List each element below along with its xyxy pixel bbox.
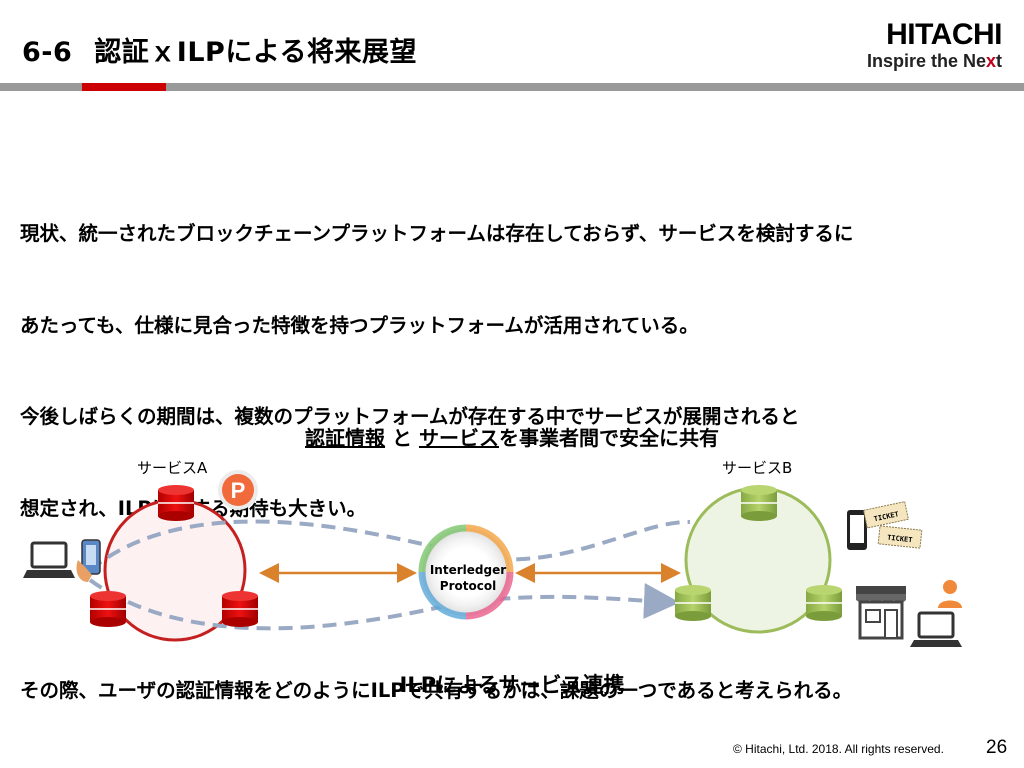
ticket-icon: TICKET TICKET: [862, 501, 923, 549]
point-badge-icon: P: [218, 470, 258, 510]
svg-text:P: P: [231, 478, 246, 503]
database-icon: [158, 485, 194, 521]
hitachi-logo: HITACHI Inspire the Next: [866, 18, 1003, 72]
ilp-label-1: Interledger: [430, 563, 506, 577]
body-line: その際、ユーザの認証情報をどのようにILPで共有するかは、課題の一つであると考え…: [20, 679, 853, 702]
body-line: あたっても、仕様に見合った特徴を持つプラットフォームが活用されている。: [20, 313, 699, 337]
page-title: 6-6 認証ｘILPによる将来展望: [22, 30, 417, 69]
diagram-caption: ILPによるサービス連携: [399, 673, 625, 697]
database-icon: [675, 585, 711, 621]
title-text: 認証ｘILPによる将来展望: [94, 37, 418, 68]
data-flow-lower: [88, 578, 680, 631]
shop-icon: [856, 586, 906, 640]
diagram-heading: 認証情報 と サービスを事業者間で安全に共有: [305, 426, 719, 450]
database-icon: [222, 591, 258, 627]
service-b-label: サービスB: [722, 459, 793, 477]
ilp-ring: Interledger Protocol: [418, 524, 514, 620]
body-line: 今後しばらくの期間は、複数のプラットフォームが存在する中でサービスが展開されると: [20, 405, 800, 428]
section-number: 6-6: [22, 37, 73, 68]
database-icon: [90, 591, 126, 627]
page-number: 26: [986, 737, 1008, 758]
logo-brand: HITACHI: [886, 18, 1002, 51]
laptop-icon: [23, 541, 75, 578]
smartphone-hand-icon: [76, 539, 101, 582]
body-line: 現状、統一されたブロックチェーンプラットフォームは存在しておらず、サービスを検討…: [20, 222, 854, 245]
svg-text:TICKET: TICKET: [887, 534, 913, 545]
header-rule-accent: [82, 83, 166, 91]
body-paragraph: 現状、統一されたブロックチェーンプラットフォームは存在しておらず、サービスを検討…: [20, 158, 1020, 737]
service-a-label: サービスA: [137, 459, 208, 477]
copyright: © Hitachi, Ltd. 2018. All rights reserve…: [733, 742, 944, 756]
database-icon: [741, 485, 777, 521]
smartphone-icon: [847, 510, 867, 550]
user-icon: [938, 580, 962, 608]
header-rule: [0, 83, 1024, 91]
logo-tagline: Inspire the Next: [866, 51, 1002, 71]
laptop-icon: [910, 611, 962, 647]
database-icon: [806, 585, 842, 621]
ilp-label-2: Protocol: [440, 579, 496, 593]
